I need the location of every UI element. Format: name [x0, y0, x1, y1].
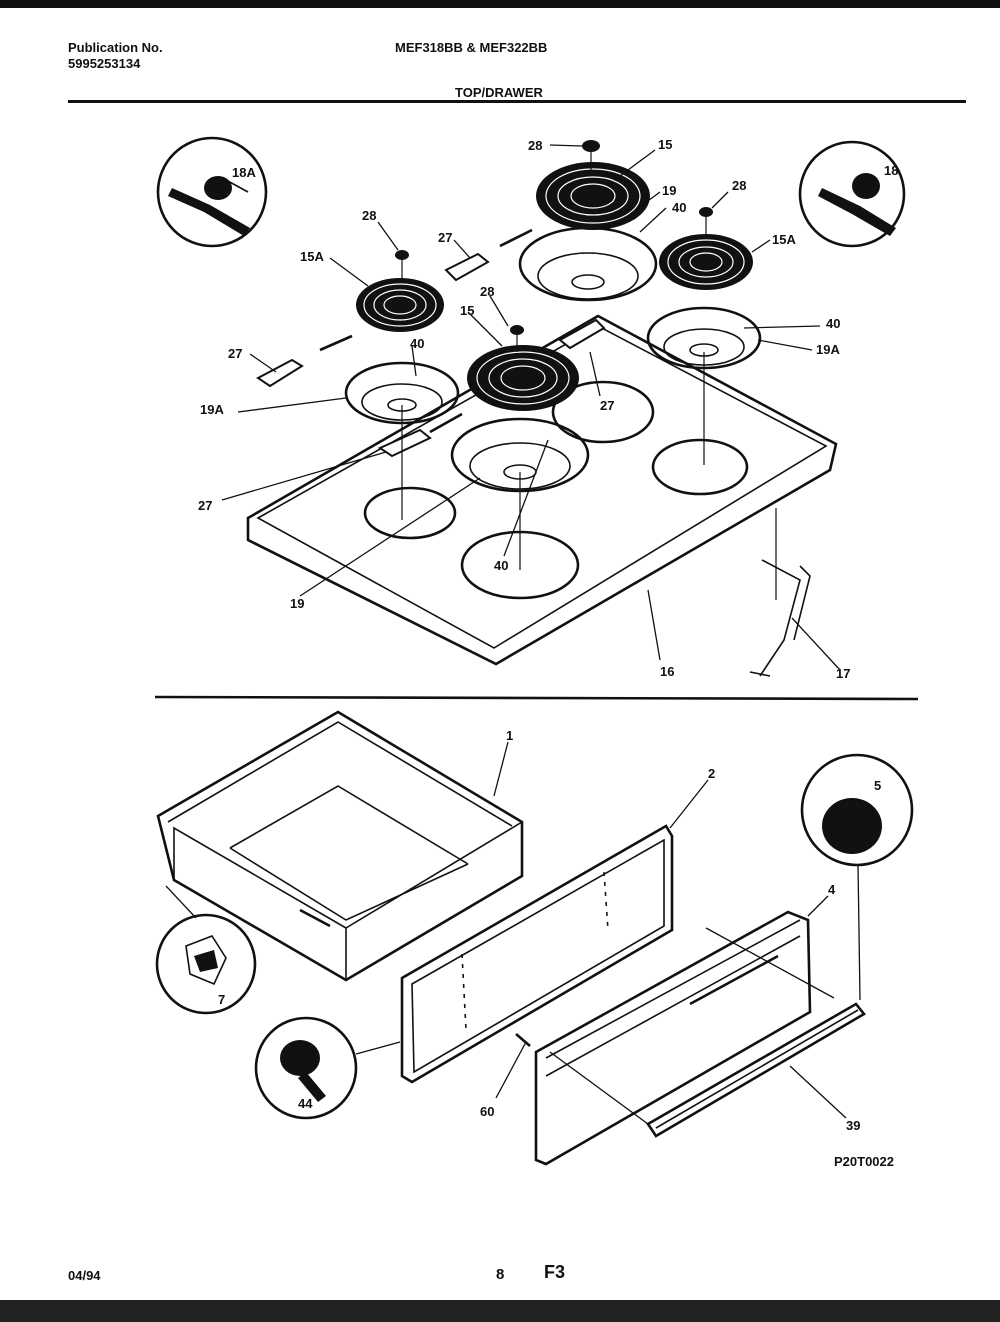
callout-27-a: 27 [438, 230, 452, 245]
drawer-panel-4 [534, 910, 812, 1166]
callouts-bottom: 1 2 5 4 7 44 60 39 [218, 728, 881, 1133]
callout-44: 44 [298, 1096, 313, 1111]
footer-figure-label: F3 [544, 1262, 566, 1282]
callout-60: 60 [480, 1104, 494, 1119]
detail-circle-7 [155, 913, 257, 1015]
top-border [0, 0, 1000, 8]
retainer-nuts-28 [395, 140, 713, 335]
drawer-handle-39 [646, 1002, 866, 1138]
callout-18: 18 [884, 163, 898, 178]
model-numbers: MEF318BB & MEF322BB [395, 40, 548, 55]
surface-element-15-front [467, 345, 579, 411]
screw-60 [515, 1033, 531, 1047]
callout-28-c: 28 [362, 208, 376, 223]
section-title: TOP/DRAWER [455, 85, 543, 100]
leader-lines-top [221, 144, 841, 671]
surface-element-15-rear [536, 162, 650, 230]
callout-27-c: 27 [600, 398, 614, 413]
callout-7: 7 [218, 992, 225, 1007]
alignment-lines-top [401, 152, 777, 600]
callout-28-a: 28 [528, 138, 542, 153]
wire-clip-17 [749, 559, 811, 677]
callout-2: 2 [708, 766, 715, 781]
cooktop-burner-openings [363, 380, 749, 600]
drawer-body [156, 710, 524, 982]
callout-15-a: 15 [658, 137, 672, 152]
callout-40-a: 40 [672, 200, 686, 215]
publication-number: 5995253134 [68, 56, 141, 71]
callout-39: 39 [846, 1118, 860, 1133]
bottom-border [0, 1300, 1000, 1322]
callout-19a-a: 19A [200, 402, 224, 417]
publication-label: Publication No. [68, 40, 163, 55]
callouts-top: 28 15 19 40 28 15A 18 18A 28 27 15A 28 1… [198, 137, 898, 681]
callout-19-b: 19 [290, 596, 304, 611]
receptacle-parts-27 [256, 228, 606, 458]
callout-27-b: 27 [228, 346, 242, 361]
surface-element-15a-right [659, 234, 753, 290]
callout-15a-a: 15A [772, 232, 796, 247]
callout-28-d: 28 [480, 284, 494, 299]
drip-bowl-19-rear [518, 226, 658, 302]
drawer-front-panel [400, 824, 674, 1084]
callout-5: 5 [874, 778, 881, 793]
detail-circle-5 [800, 753, 914, 867]
callout-40-b: 40 [410, 336, 424, 351]
callout-4: 4 [828, 882, 836, 897]
callout-1: 1 [506, 728, 513, 743]
diagram-code: P20T0022 [834, 1154, 894, 1169]
detail-circle-18a [156, 136, 268, 248]
callout-19a-b: 19A [816, 342, 840, 357]
callout-40-d: 40 [494, 558, 508, 573]
section-divider [154, 695, 919, 701]
callout-15a-b: 15A [300, 249, 324, 264]
callout-19-a: 19 [662, 183, 676, 198]
detail-circle-44 [254, 1016, 358, 1120]
detail-circle-18 [798, 140, 906, 248]
header-rule [68, 100, 966, 103]
callout-18a: 18A [232, 165, 256, 180]
footer-date: 04/94 [68, 1268, 101, 1283]
leader-lines-bottom [165, 741, 861, 1125]
callout-27-d: 27 [198, 498, 212, 513]
callout-28-b: 28 [732, 178, 746, 193]
callout-16: 16 [660, 664, 674, 679]
callout-40-c: 40 [826, 316, 840, 331]
surface-element-15a-left [356, 278, 444, 332]
footer-page-number: 8 [496, 1266, 505, 1283]
callout-17: 17 [836, 666, 850, 681]
callout-15-b: 15 [460, 303, 474, 318]
